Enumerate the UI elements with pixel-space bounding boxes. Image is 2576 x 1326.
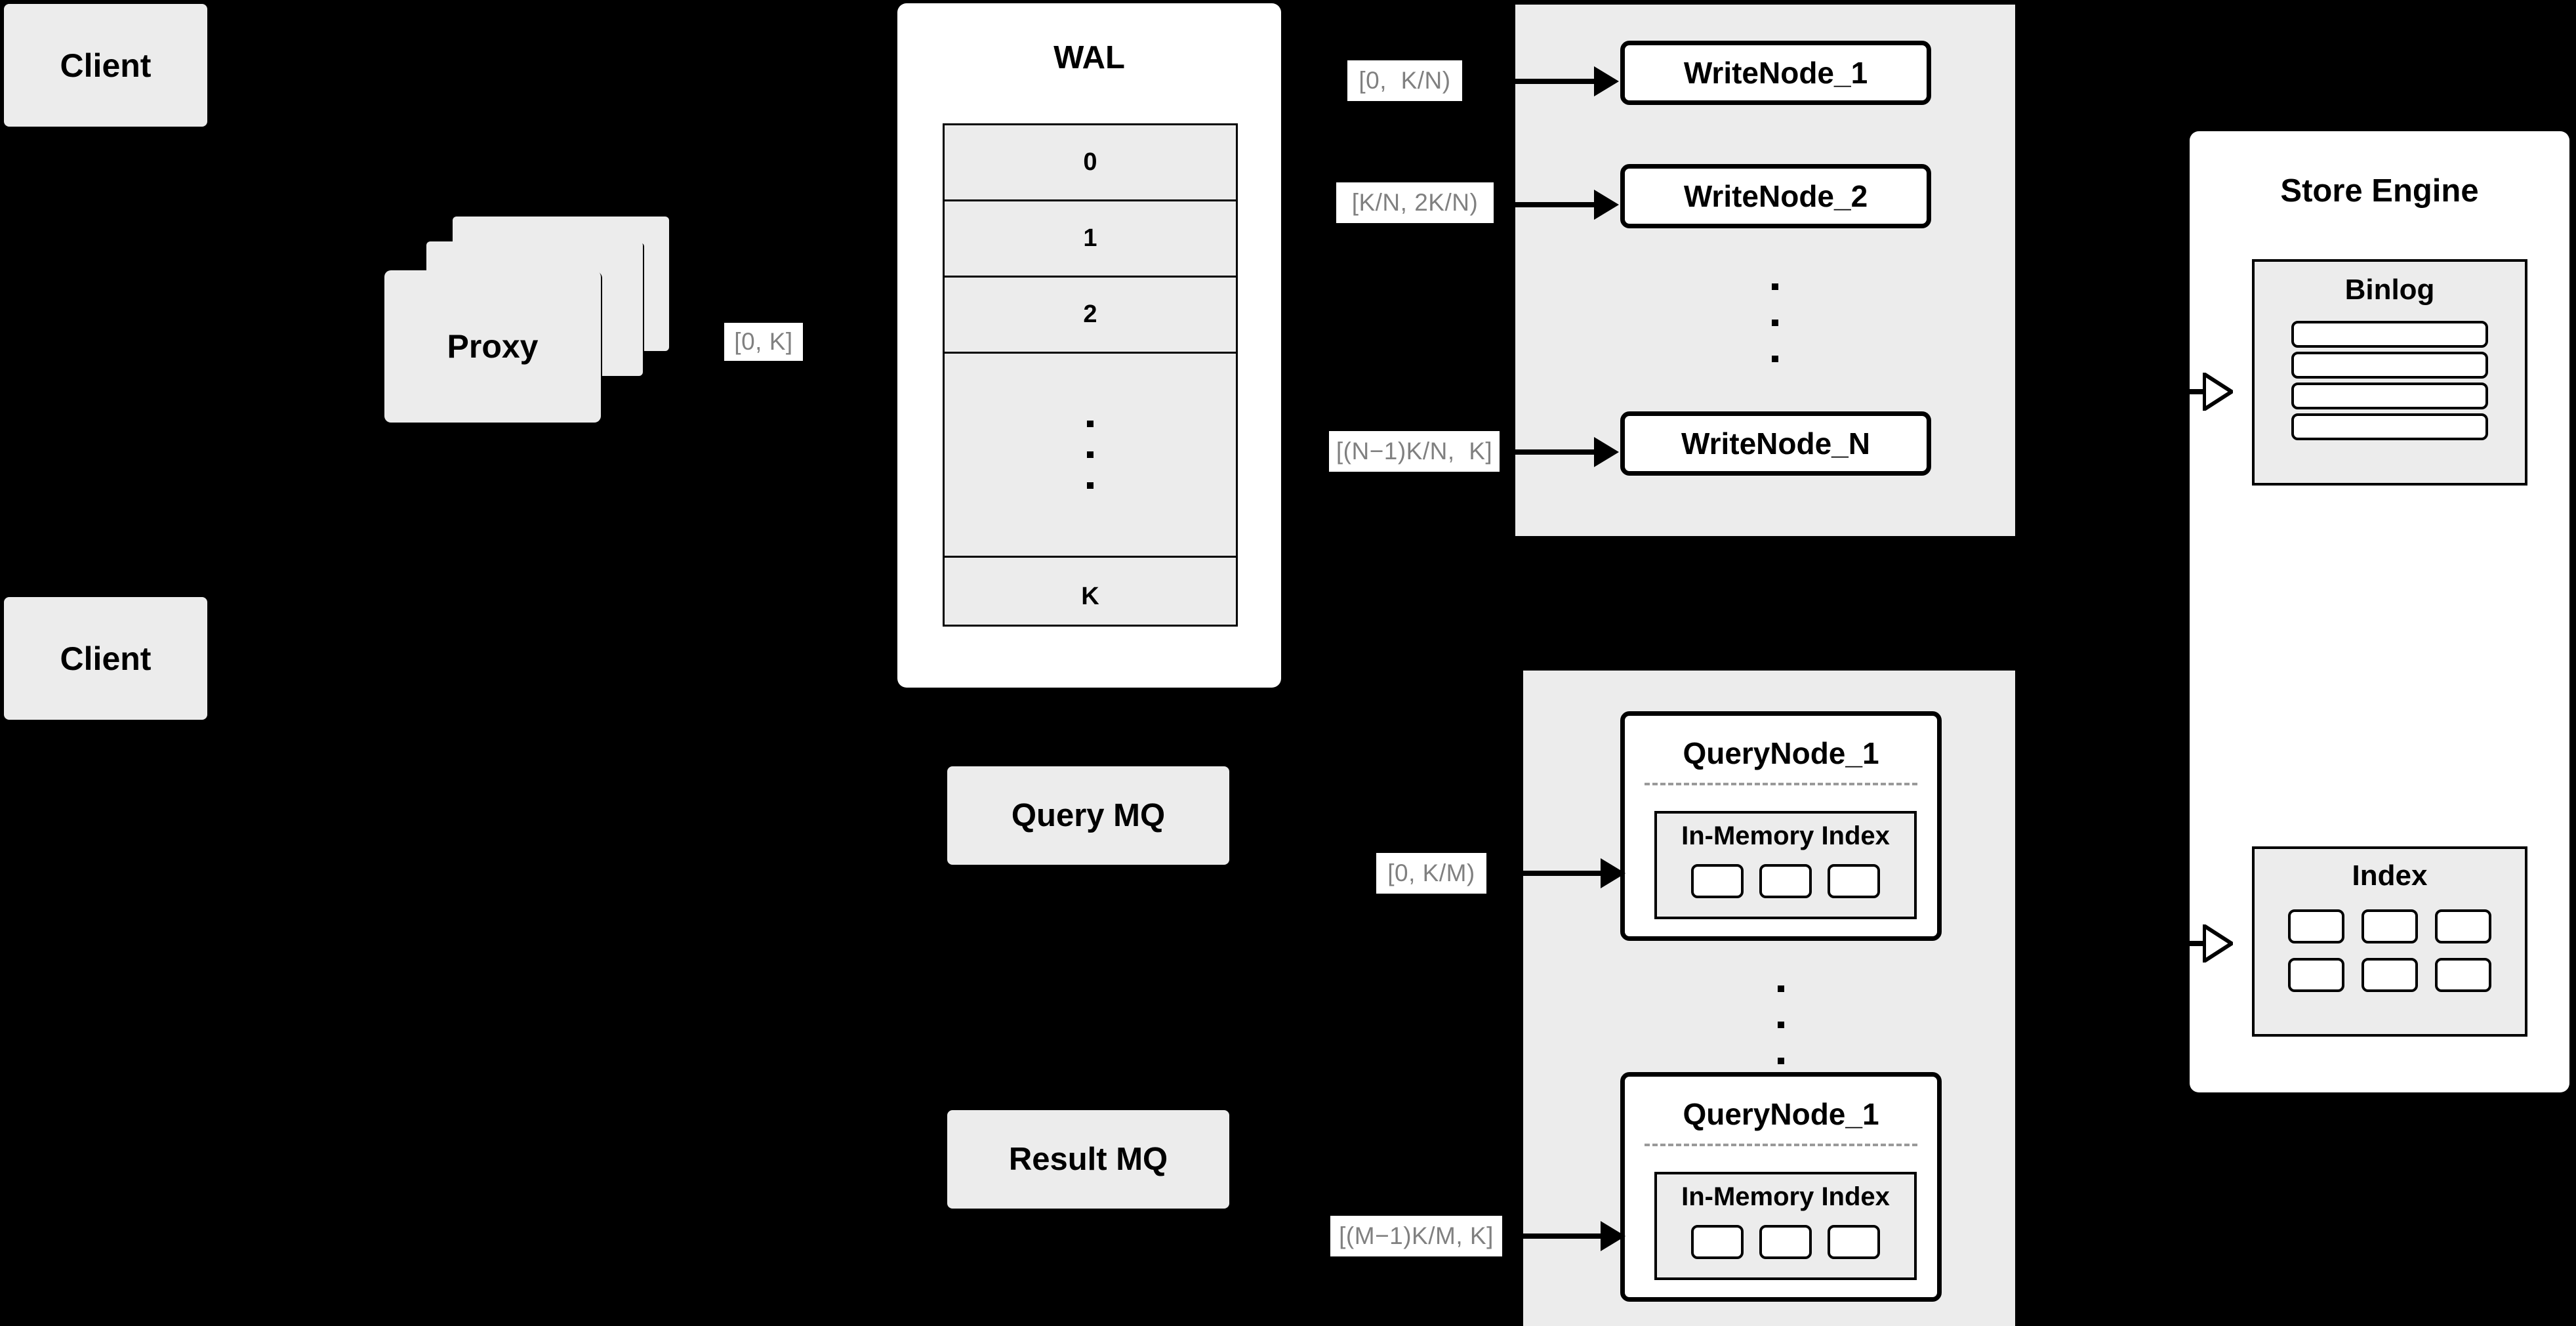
query-node-1-range-label: [0, K/M) (1376, 853, 1486, 894)
arrow-line-to-write-node-2 (1505, 202, 1594, 207)
store-index-segment[interactable] (2361, 909, 2418, 943)
arrow-line-to-binlog (2181, 389, 2207, 394)
arrow-head-to-write-node-n (1594, 437, 1619, 467)
store-index-title: Index (2352, 860, 2428, 892)
arrow-line-to-query-node-1 (1509, 871, 1601, 876)
query-node-1-label: QueryNode_1 (1683, 736, 1879, 770)
wal-title: WAL (1053, 40, 1125, 75)
store-index-segment[interactable] (2435, 909, 2491, 943)
write-node-2-label: WriteNode_2 (1683, 179, 1868, 213)
client-node-2-label: Client (60, 640, 152, 677)
query-node-m-index-title: In-Memory Index (1681, 1182, 1890, 1211)
arrow-head-to-binlog-icon (2203, 373, 2233, 411)
store-index-container: Index (2252, 846, 2527, 1037)
write-node-n-range-label: [(N−1)K/N, K] (1329, 431, 1500, 472)
binlog-title: Binlog (2344, 274, 2435, 306)
binlog-segment[interactable] (2291, 413, 2488, 440)
wal-entry-row[interactable]: 0 (945, 125, 1236, 201)
write-node-1[interactable]: WriteNode_1 (1620, 41, 1931, 105)
store-index-segment[interactable] (2288, 958, 2344, 992)
write-node-group: WriteNode_1 WriteNode_2 WriteNode_N (1515, 5, 2015, 536)
write-node-1-label: WriteNode_1 (1683, 56, 1868, 90)
index-segment[interactable] (1828, 1225, 1880, 1259)
wal-entry-ellipsis-row (945, 354, 1236, 558)
query-node-1-divider (1645, 783, 1917, 785)
write-node-2[interactable]: WriteNode_2 (1620, 164, 1931, 228)
arrow-head-to-query-node-1 (1601, 858, 1625, 888)
query-node-1-index-title: In-Memory Index (1681, 821, 1890, 850)
arrow-line-to-store-index (2181, 941, 2207, 946)
store-index-segment[interactable] (2361, 958, 2418, 992)
wal-entry-row[interactable]: 2 (945, 278, 1236, 354)
store-engine-container: Store Engine Binlog Index (2190, 131, 2569, 1092)
query-node-group: QueryNode_1 In-Memory Index QueryNode_1 … (1523, 671, 2015, 1326)
wal-entry-table: 0 1 2 K (943, 123, 1238, 627)
query-node-m-range-label: [(M−1)K/M, K] (1330, 1216, 1502, 1256)
wal-vertical-ellipsis-icon (1087, 421, 1094, 489)
arrow-head-to-write-node-1 (1594, 66, 1619, 96)
proxy-range-label: [0, K] (724, 323, 803, 361)
store-engine-title: Store Engine (2280, 173, 2479, 209)
arrow-line-to-write-node-n (1505, 449, 1594, 455)
query-mq-node[interactable]: Query MQ (947, 766, 1229, 865)
client-node-2[interactable]: Client (4, 597, 207, 720)
arrow-head-to-query-node-m (1601, 1221, 1625, 1251)
client-node-1-label: Client (60, 47, 152, 84)
query-node-m-label: QueryNode_1 (1683, 1097, 1879, 1131)
arrow-line-to-query-node-m (1509, 1233, 1601, 1239)
proxy-node[interactable]: Proxy (384, 270, 601, 423)
index-segment[interactable] (1759, 864, 1812, 898)
binlog-container: Binlog (2252, 259, 2527, 486)
write-node-1-range-label: [0, K/N) (1347, 60, 1462, 101)
proxy-label: Proxy (447, 328, 539, 365)
write-node-vertical-ellipsis-icon (1772, 283, 1778, 362)
query-node-1-in-memory-index: In-Memory Index (1654, 811, 1917, 919)
query-node-m-divider (1645, 1144, 1917, 1146)
store-index-segment[interactable] (2288, 909, 2344, 943)
client-node-1[interactable]: Client (4, 4, 207, 127)
write-node-n-label: WriteNode_N (1681, 426, 1870, 461)
index-segment[interactable] (1759, 1225, 1812, 1259)
query-node-m-in-memory-index: In-Memory Index (1654, 1172, 1917, 1280)
arrow-line-to-write-node-1 (1505, 79, 1594, 84)
write-node-2-range-label: [K/N, 2K/N) (1336, 182, 1494, 223)
arrow-head-to-write-node-2 (1594, 190, 1619, 220)
index-segment[interactable] (1691, 864, 1744, 898)
write-node-n[interactable]: WriteNode_N (1620, 411, 1931, 476)
index-segment[interactable] (1828, 864, 1880, 898)
wal-entry-row[interactable]: K (1081, 582, 1099, 610)
result-mq-label: Result MQ (1008, 1142, 1168, 1177)
query-mq-label: Query MQ (1011, 798, 1166, 833)
query-node-1[interactable]: QueryNode_1 In-Memory Index (1620, 711, 1942, 941)
binlog-segment[interactable] (2291, 352, 2488, 379)
store-index-segment[interactable] (2435, 958, 2491, 992)
query-node-vertical-ellipsis-icon (1778, 985, 1784, 1064)
arrow-head-to-store-index-icon (2203, 924, 2233, 963)
query-node-m[interactable]: QueryNode_1 In-Memory Index (1620, 1072, 1942, 1302)
binlog-segment[interactable] (2291, 383, 2488, 409)
result-mq-node[interactable]: Result MQ (947, 1110, 1229, 1209)
index-segment[interactable] (1691, 1225, 1744, 1259)
binlog-segment[interactable] (2291, 321, 2488, 348)
wal-entry-row[interactable]: 1 (945, 201, 1236, 278)
wal-container: WAL 0 1 2 K (897, 3, 1281, 688)
